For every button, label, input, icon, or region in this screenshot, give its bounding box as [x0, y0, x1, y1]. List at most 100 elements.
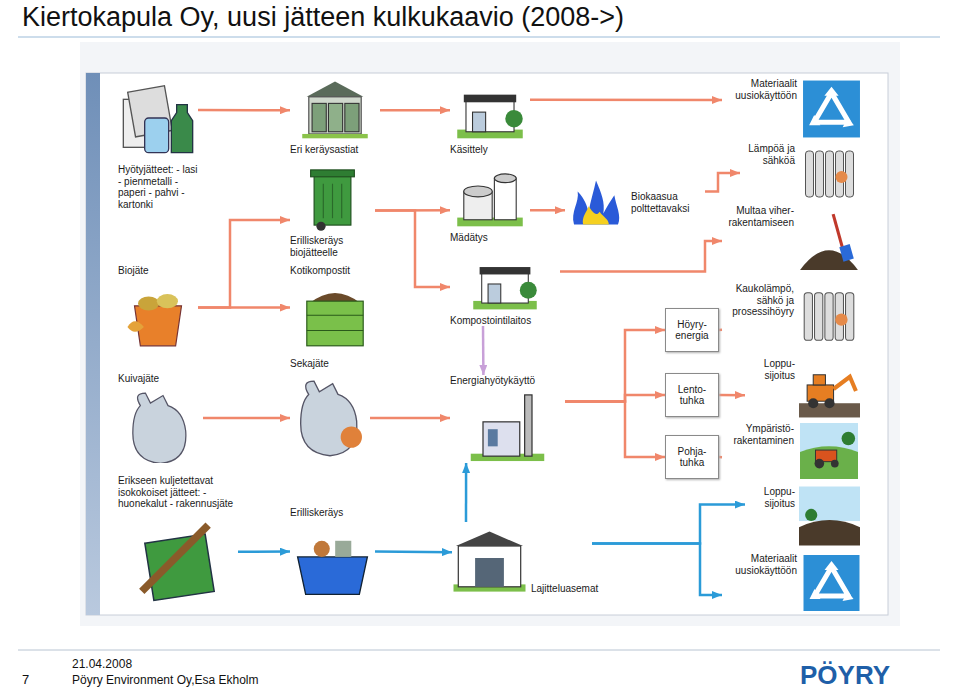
waste-stage: Biokaasua polttettavaksi	[565, 175, 705, 230]
icon-part	[808, 398, 818, 408]
flow-arrow	[198, 306, 290, 309]
footer-author: Pöyry Environment Oy,Esa Ekholm	[72, 673, 259, 687]
panel-stripe	[86, 73, 100, 615]
icon-part	[307, 314, 363, 315]
label-stack: Kompostointilaitos	[450, 315, 560, 327]
waste-stage: Loppu- sijoitus	[745, 486, 860, 548]
icon-part	[145, 118, 169, 153]
flow-arrow	[565, 330, 665, 401]
flow-arrow	[719, 394, 745, 397]
icon-part	[488, 284, 501, 303]
waste-stage: Ympäristö- rakentaminen	[722, 423, 860, 481]
waste-stage: Erilliskeräys	[290, 507, 375, 602]
node-label: Biokaasua polttettavaksi	[631, 191, 705, 214]
node-label: Mädätys	[450, 232, 530, 244]
icon-part	[494, 178, 516, 219]
page-number: 7	[22, 672, 29, 687]
node-label: Sekajäte	[290, 358, 370, 370]
flow-arrow	[530, 99, 722, 102]
icon-part	[833, 214, 843, 251]
node-label: Lämpöä ja sähköä	[740, 143, 795, 166]
node-label: Lajitteluasemat	[531, 583, 592, 595]
node-label: Käsittely	[450, 144, 530, 156]
icon-part	[846, 151, 854, 197]
label-stack: Kotikompostit	[290, 265, 380, 277]
title-rule	[18, 37, 940, 38]
icon-part	[834, 377, 856, 391]
icon-part	[127, 321, 143, 332]
icon-part	[302, 134, 368, 138]
icon-part	[341, 184, 342, 219]
waste-icon	[799, 486, 860, 548]
icon-part	[311, 170, 355, 177]
node-label: Kotikompostit	[290, 265, 380, 277]
node-label: Materiaalit uusiokäyttöön	[722, 553, 797, 576]
icon-part	[145, 534, 214, 600]
icon-part	[341, 426, 362, 447]
waste-icon	[290, 75, 380, 141]
icon-part	[157, 294, 178, 308]
icon-part	[458, 546, 520, 587]
flow-arrow	[705, 173, 740, 192]
node-label: Erilliskeräys	[290, 507, 375, 519]
waste-icon	[450, 390, 565, 464]
flow-arrow	[592, 544, 722, 595]
flow-arrow	[592, 505, 745, 544]
node-label: Loppu- sijoitus	[745, 486, 795, 509]
icon-part	[803, 81, 860, 138]
flow-arrow	[203, 417, 290, 420]
slide-title: Kiertokapula Oy, uusi jätteen kulkukaavi…	[22, 2, 624, 33]
icon-part	[298, 556, 368, 594]
node-label: Multaa viher- rakentamiseen	[722, 205, 794, 228]
icon-part	[810, 561, 854, 601]
flow-arrow	[198, 220, 290, 308]
icon-part	[464, 95, 516, 103]
label-stack: Energiahyötykäyttö	[450, 375, 565, 387]
waste-icon	[798, 283, 860, 348]
node-label: Kuivajäte	[118, 373, 203, 385]
waste-icon	[118, 75, 198, 161]
waste-icon	[290, 522, 375, 603]
icon-part	[480, 267, 531, 274]
icon-part	[806, 151, 814, 197]
icon-part	[799, 520, 860, 545]
waste-stage: Erilliskeräys biojätteelle	[290, 163, 375, 258]
label-stack: Biojäte	[118, 265, 198, 277]
icon-part	[473, 112, 486, 132]
icon-part	[525, 394, 532, 455]
icon-part	[307, 301, 363, 346]
icon-part	[804, 293, 812, 341]
node-label: Höyry- energia	[669, 319, 715, 342]
waste-stage: Multaa viher- rakentamiseen	[722, 205, 860, 277]
flow-arrow	[482, 326, 485, 375]
waste-icon	[290, 163, 375, 232]
icon-part	[335, 540, 351, 556]
icon-part	[316, 222, 325, 231]
node-label: Erilliskeräys biojätteelle	[290, 235, 375, 258]
flow-arrow	[370, 417, 450, 420]
flow-arrow	[719, 329, 722, 332]
icon-part	[328, 103, 342, 131]
waste-stage: Biojäte	[118, 265, 198, 350]
waste-icon	[801, 78, 862, 140]
waste-stage: Loppu- sijoitus	[745, 358, 860, 420]
node-label: Ympäristö- rakentaminen	[722, 423, 794, 446]
flow-arrow	[380, 109, 450, 112]
flow-arrow	[719, 456, 722, 459]
icon-part	[332, 184, 333, 219]
icon-part	[809, 87, 854, 128]
waste-stage: Kompostointilaitos	[450, 248, 560, 326]
flow-arrow	[375, 550, 452, 553]
flow-arrow	[465, 463, 468, 522]
icon-part	[836, 171, 848, 183]
waste-icon	[450, 75, 530, 141]
icon-part	[475, 558, 504, 587]
waste-stage: Sekajäte	[290, 358, 370, 458]
icon-part	[800, 446, 858, 479]
waste-icon	[450, 248, 560, 312]
waste-icon	[799, 358, 860, 420]
label-stack: Erilliskeräys	[290, 507, 375, 519]
label-stack: Mädätys	[450, 232, 530, 244]
waste-icon	[799, 143, 860, 203]
